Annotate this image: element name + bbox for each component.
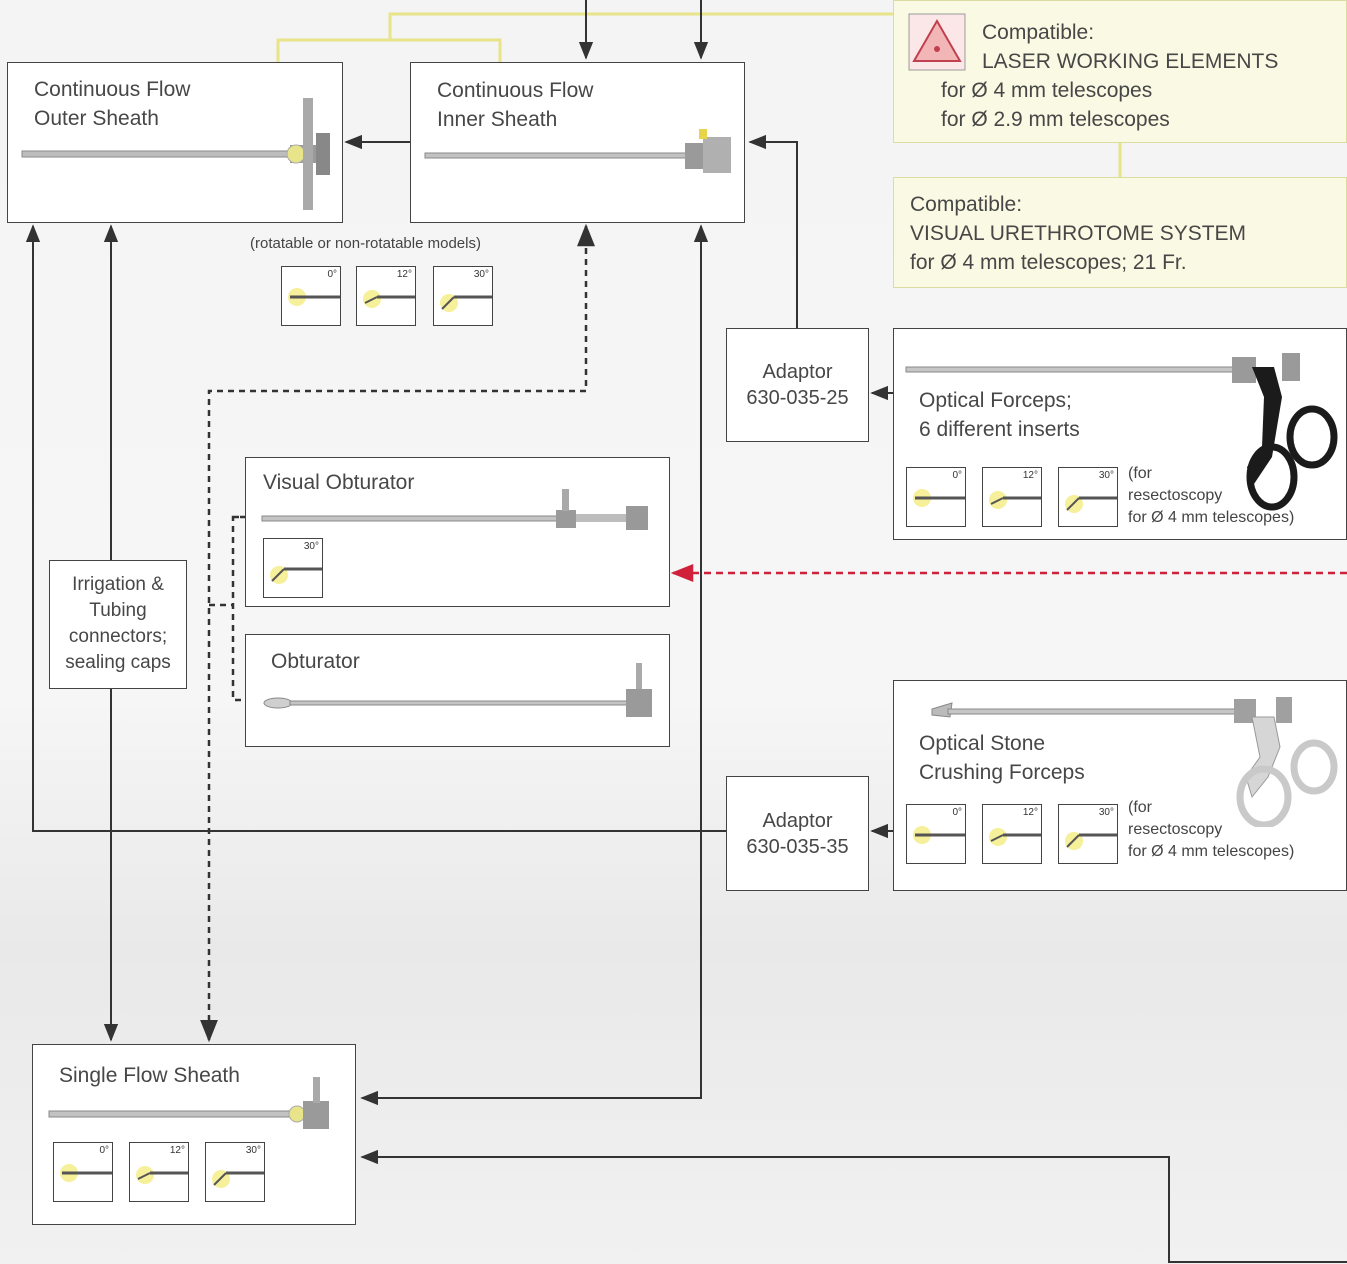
angle-label: 0° — [327, 269, 337, 280]
visual-obturator-box[interactable]: Visual Obturator 30° — [245, 457, 670, 607]
telescope-0-icon[interactable]: 0° — [53, 1142, 113, 1202]
angle-label: 12° — [169, 1145, 185, 1156]
stone-forceps-title-1: Optical Stone — [919, 732, 1046, 755]
single-flow-instrument — [48, 1077, 329, 1129]
angle-label: 30° — [1098, 807, 1114, 818]
dashed-obturator-bracket — [209, 515, 245, 702]
adaptor-25-box[interactable]: Adaptor 630-035-25 — [726, 328, 869, 442]
angle-label: 12° — [396, 269, 412, 280]
stone-forceps-instrument — [931, 697, 1338, 827]
angle-label: 30° — [1098, 470, 1114, 481]
compat-ure-line1: Compatible: — [910, 193, 1023, 216]
outer-sheath-box[interactable]: Continuous Flow Outer Sheath — [7, 62, 343, 223]
obturator-title: Obturator — [271, 650, 360, 673]
irrigation-line4: sealing caps — [65, 652, 171, 673]
arrow-inner-single — [360, 224, 709, 1106]
arrow-adaptor25-inner — [748, 134, 798, 328]
inner-sheath-title-1: Continuous Flow — [437, 79, 594, 102]
optical-forceps-box[interactable]: Optical Forceps; 6 different inserts 0° … — [893, 328, 1347, 540]
telescope-30-icon[interactable]: 30° — [263, 538, 323, 598]
adaptor-25-line2: 630-035-25 — [746, 387, 849, 409]
adaptor-25-line1: Adaptor — [762, 361, 833, 383]
single-flow-box[interactable]: Single Flow Sheath 0° 12° 30° — [32, 1044, 356, 1225]
telescope-0-icon[interactable]: 0° — [906, 804, 966, 864]
outer-sheath-title-1: Continuous Flow — [34, 78, 191, 101]
optical-forceps-title-2: 6 different inserts — [919, 418, 1080, 441]
telescope-12-icon[interactable]: 12° — [129, 1142, 189, 1202]
laser-warning-icon — [908, 13, 966, 71]
compat-urethrotome-box: Compatible: VISUAL URETHROTOME SYSTEM fo… — [893, 177, 1347, 288]
compat-laser-line3: for Ø 4 mm telescopes — [941, 79, 1153, 102]
yellow-connectors — [276, 12, 1122, 177]
angle-label: 0° — [952, 807, 962, 818]
irrigation-line2: Tubing — [89, 600, 147, 621]
telescope-30-icon[interactable]: 30° — [1058, 467, 1118, 527]
angle-label: 30° — [245, 1145, 261, 1156]
optical-forceps-note-2: resectoscopy — [1128, 487, 1223, 504]
telescope-30-icon[interactable]: 30° — [433, 266, 493, 326]
telescope-30-icon[interactable]: 30° — [205, 1142, 265, 1202]
single-flow-title: Single Flow Sheath — [59, 1064, 240, 1087]
stone-forceps-box[interactable]: Optical Stone Crushing Forceps 0° 12° 30… — [893, 680, 1347, 891]
telescope-12-icon[interactable]: 12° — [982, 804, 1042, 864]
telescope-0-icon[interactable]: 0° — [906, 467, 966, 527]
angle-label: 0° — [99, 1145, 109, 1156]
stone-forceps-note-2: resectoscopy — [1128, 821, 1223, 838]
compat-ure-line3: for Ø 4 mm telescopes; 21 Fr. — [910, 251, 1187, 274]
adaptor-35-box[interactable]: Adaptor 630-035-35 — [726, 776, 869, 891]
optical-forceps-title-1: Optical Forceps; — [919, 389, 1072, 412]
compat-laser-line2: LASER WORKING ELEMENTS — [982, 50, 1279, 73]
adaptor-35-line2: 630-035-35 — [746, 835, 849, 858]
inner-sheath-box[interactable]: Continuous Flow Inner Sheath — [410, 62, 745, 223]
irrigation-box[interactable]: Irrigation & Tubing connectors; sealing … — [49, 560, 187, 689]
inner-sheath-title-2: Inner Sheath — [437, 108, 558, 131]
inner-sheath-instrument — [424, 129, 731, 173]
dashed-arrow-obturator — [200, 223, 595, 1043]
stone-forceps-note-3: for Ø 4 mm telescopes) — [1128, 843, 1295, 860]
irrigation-line1: Irrigation & — [72, 574, 164, 595]
angle-label: 12° — [1022, 470, 1038, 481]
optical-forceps-note-3: for Ø 4 mm telescopes) — [1128, 509, 1295, 526]
angle-label: 30° — [303, 541, 319, 552]
telescope-12-icon[interactable]: 12° — [356, 266, 416, 326]
angle-label: 30° — [473, 269, 489, 280]
optical-forceps-note-1: (for — [1128, 465, 1152, 482]
outer-sheath-instrument — [21, 98, 330, 210]
optical-forceps-instrument — [905, 353, 1338, 511]
stone-forceps-title-2: Crushing Forceps — [919, 761, 1085, 784]
obturator-instrument — [263, 663, 652, 717]
adaptor-35-line1: Adaptor — [762, 809, 833, 832]
arrow-bottom-single — [360, 1149, 1347, 1263]
compat-ure-line2: VISUAL URETHROTOME SYSTEM — [910, 222, 1247, 245]
telescope-0-icon[interactable]: 0° — [281, 266, 341, 326]
telescope-12-icon[interactable]: 12° — [982, 467, 1042, 527]
compat-laser-line1: Compatible: — [982, 21, 1095, 44]
compat-laser-line4: for Ø 2.9 mm telescopes — [941, 108, 1170, 131]
obturator-box[interactable]: Obturator — [245, 634, 670, 747]
outer-sheath-title-2: Outer Sheath — [34, 107, 159, 130]
stone-forceps-note-1: (for — [1128, 799, 1152, 816]
irrigation-line3: connectors; — [68, 626, 168, 647]
telescope-30-icon[interactable]: 30° — [1058, 804, 1118, 864]
angle-label: 12° — [1022, 807, 1038, 818]
angle-label: 0° — [952, 470, 962, 481]
visual-obturator-instrument — [261, 489, 648, 530]
compat-laser-box: Compatible: LASER WORKING ELEMENTS for Ø… — [893, 0, 1347, 143]
visual-obturator-title: Visual Obturator — [263, 471, 415, 494]
rotatable-note: (rotatable or non-rotatable models) — [250, 235, 481, 252]
